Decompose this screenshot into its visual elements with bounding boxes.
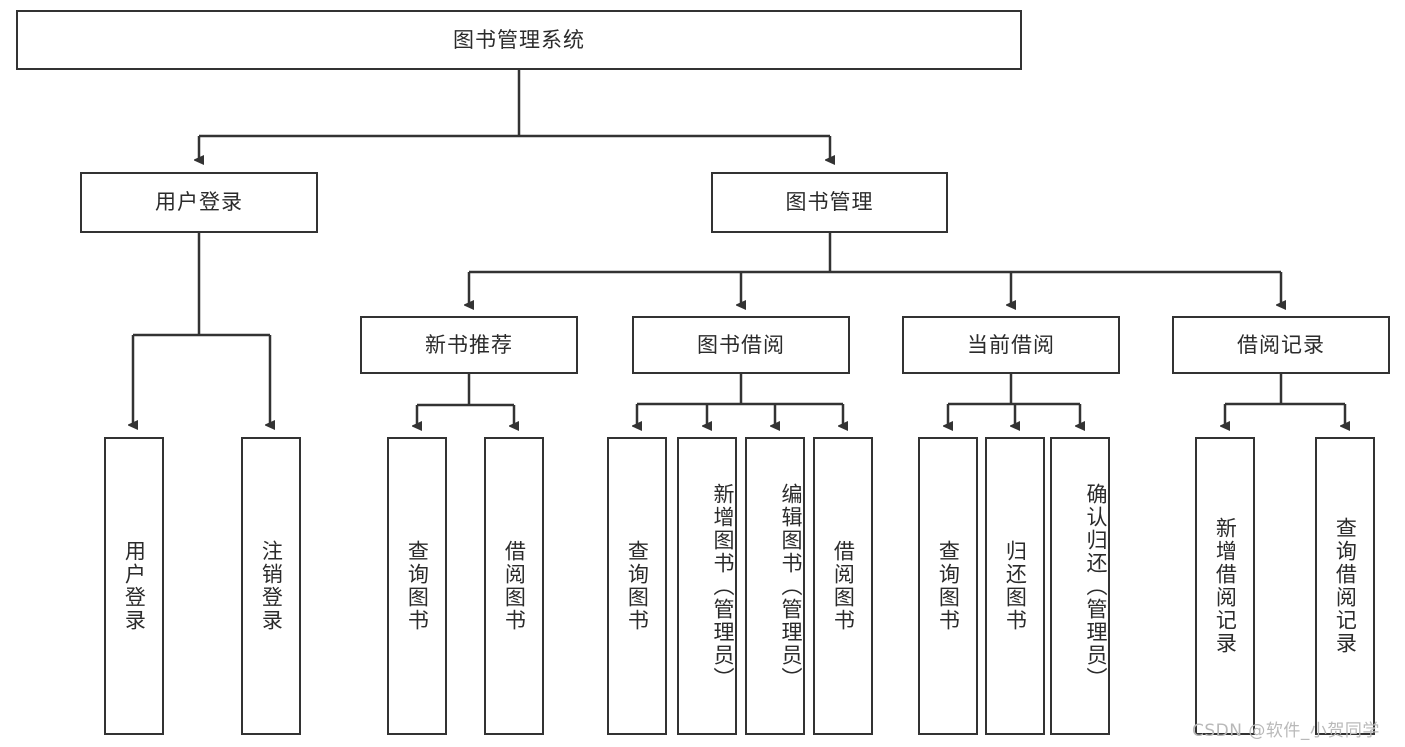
node-book-borrow-label: 图书借阅 — [697, 332, 785, 357]
leaf-label: 查询图书 — [936, 540, 961, 632]
leaf-current-query-book[interactable]: 查询图书 — [918, 437, 978, 735]
node-book-management[interactable]: 图书管理 — [711, 172, 948, 233]
leaf-current-confirm-return[interactable]: 确认归还（管理员） — [1050, 437, 1110, 735]
node-borrow-record[interactable]: 借阅记录 — [1172, 316, 1390, 374]
leaf-current-return-book[interactable]: 归还图书 — [985, 437, 1045, 735]
node-new-book-recommend-label: 新书推荐 — [425, 332, 513, 357]
leaf-label: 注销登录 — [259, 540, 284, 632]
leaf-user-login-logout[interactable]: 注销登录 — [241, 437, 301, 735]
node-book-management-label: 图书管理 — [785, 190, 874, 215]
leaf-label: 借阅图书 — [502, 540, 527, 632]
leaf-label: 借阅图书 — [831, 540, 856, 632]
node-new-book-recommend[interactable]: 新书推荐 — [360, 316, 578, 374]
leaf-user-login-login[interactable]: 用户登录 — [104, 437, 164, 735]
leaf-borrow-query-book[interactable]: 查询图书 — [607, 437, 667, 735]
node-user-login-label: 用户登录 — [155, 190, 243, 215]
leaf-label: 新增借阅记录 — [1213, 517, 1238, 655]
csdn-watermark: CSDN @软件_小贺同学 — [1192, 721, 1380, 741]
leaf-label: 查询图书 — [625, 540, 650, 632]
leaf-label: 用户登录 — [122, 540, 147, 632]
leaf-new-book-borrow[interactable]: 借阅图书 — [484, 437, 544, 735]
leaf-label: 归还图书 — [1003, 540, 1028, 632]
node-current-borrow[interactable]: 当前借阅 — [902, 316, 1120, 374]
leaf-label: 查询借阅记录 — [1333, 517, 1358, 655]
leaf-record-add-record[interactable]: 新增借阅记录 — [1195, 437, 1255, 735]
node-book-borrow[interactable]: 图书借阅 — [632, 316, 850, 374]
leaf-borrow-add-book[interactable]: 新增图书（管理员） — [677, 437, 737, 735]
leaf-label: 查询图书 — [405, 540, 430, 632]
leaf-label: 编辑图书（管理员） — [779, 482, 803, 690]
leaf-record-query-record[interactable]: 查询借阅记录 — [1315, 437, 1375, 735]
leaf-new-book-query[interactable]: 查询图书 — [387, 437, 447, 735]
leaf-label: 新增图书（管理员） — [711, 482, 735, 690]
node-root[interactable]: 图书管理系统 — [16, 10, 1022, 70]
leaf-borrow-edit-book[interactable]: 编辑图书（管理员） — [745, 437, 805, 735]
leaf-borrow-borrow-book[interactable]: 借阅图书 — [813, 437, 873, 735]
leaf-label: 确认归还（管理员） — [1084, 482, 1108, 690]
node-user-login[interactable]: 用户登录 — [80, 172, 318, 233]
node-current-borrow-label: 当前借阅 — [967, 332, 1055, 357]
node-borrow-record-label: 借阅记录 — [1237, 332, 1325, 357]
node-root-label: 图书管理系统 — [453, 27, 585, 52]
